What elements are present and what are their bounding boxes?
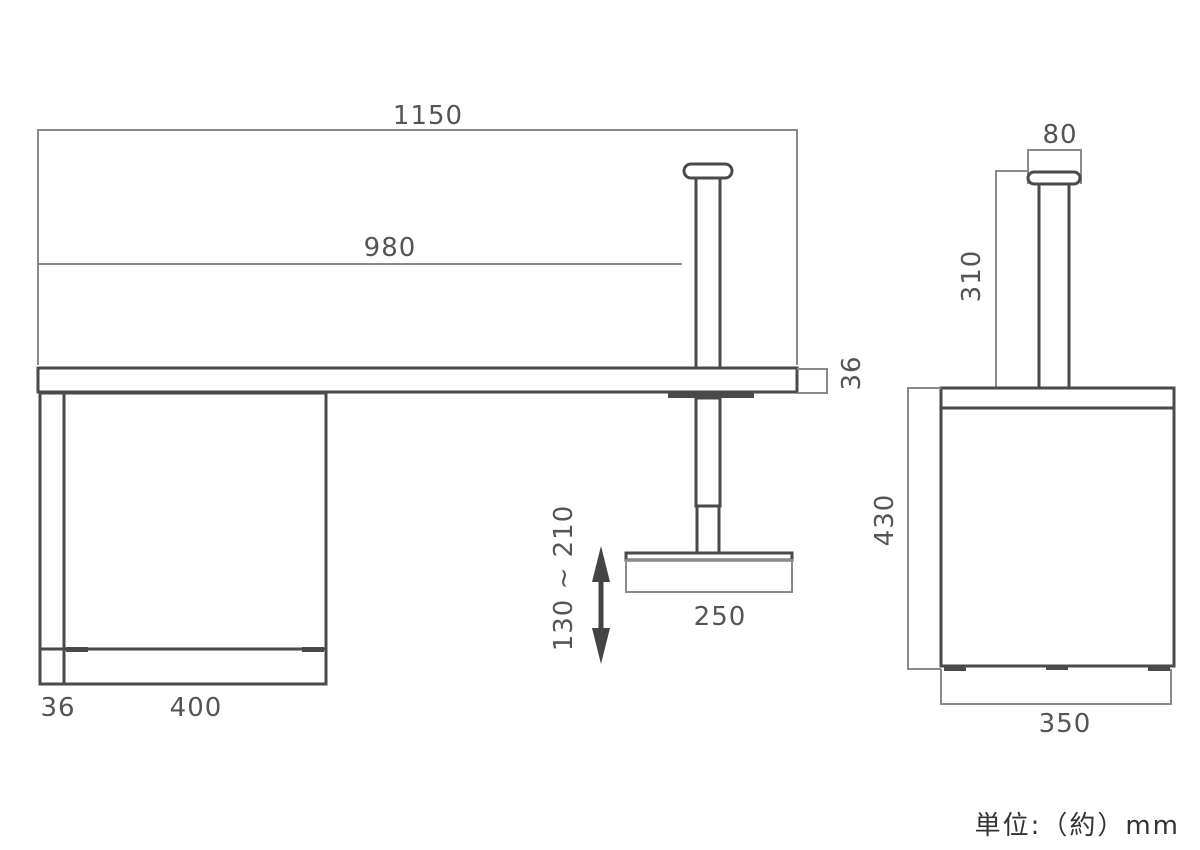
cabinet-body [38, 391, 328, 651]
cabinet-foot-left [66, 647, 88, 652]
post-cap-width-dimension-line [1027, 149, 1082, 184]
lower-post-outer [694, 396, 722, 508]
clamp-plate [668, 392, 754, 398]
foot-plate [624, 551, 794, 562]
top-board-width-label: 980 [364, 233, 417, 263]
side-post-cap [1026, 170, 1082, 186]
post-height-label: 310 [957, 250, 987, 303]
post-cap-width-label: 80 [1042, 120, 1077, 150]
side-cabinet-body [939, 406, 1176, 668]
side-foot-left [944, 665, 966, 671]
cabinet-height-dimension-line [907, 387, 941, 670]
unit-note: 単位:（約）mm [974, 811, 1180, 841]
cabinet-depth-label: 400 [170, 693, 223, 723]
side-view: 80 310 430 350 [870, 120, 1176, 739]
side-panel-thickness-label: 36 [40, 693, 75, 723]
front-view: 1150 980 36 250 130 ~ 210 [36, 101, 867, 723]
cabinet-width-label: 350 [1039, 709, 1092, 739]
overall-width-dimension-line [37, 129, 798, 365]
cabinet-height-label: 430 [870, 494, 900, 547]
cabinet-width-dimension-line [940, 669, 1172, 705]
upper-post [694, 176, 722, 370]
cabinet-foot-right [302, 647, 324, 652]
foot-width-label: 250 [694, 602, 747, 632]
side-post [1037, 182, 1071, 390]
side-foot-middle [1046, 665, 1068, 670]
double-arrow-icon [592, 546, 610, 664]
adjustable-range-label: 130 ~ 210 [549, 505, 579, 652]
side-top-board [939, 386, 1176, 410]
top-board [36, 366, 799, 394]
foot-width-dimension-box [625, 559, 793, 593]
post-height-dimension-line [995, 170, 1028, 388]
overall-width-label: 1150 [393, 101, 463, 131]
post-cap [682, 162, 734, 180]
side-foot-right [1148, 665, 1170, 671]
cabinet-depth-dimension-box [38, 649, 328, 686]
top-thickness-label: 36 [837, 355, 867, 390]
top-thickness-dimension-line [797, 368, 828, 394]
lower-post-inner [695, 504, 721, 556]
